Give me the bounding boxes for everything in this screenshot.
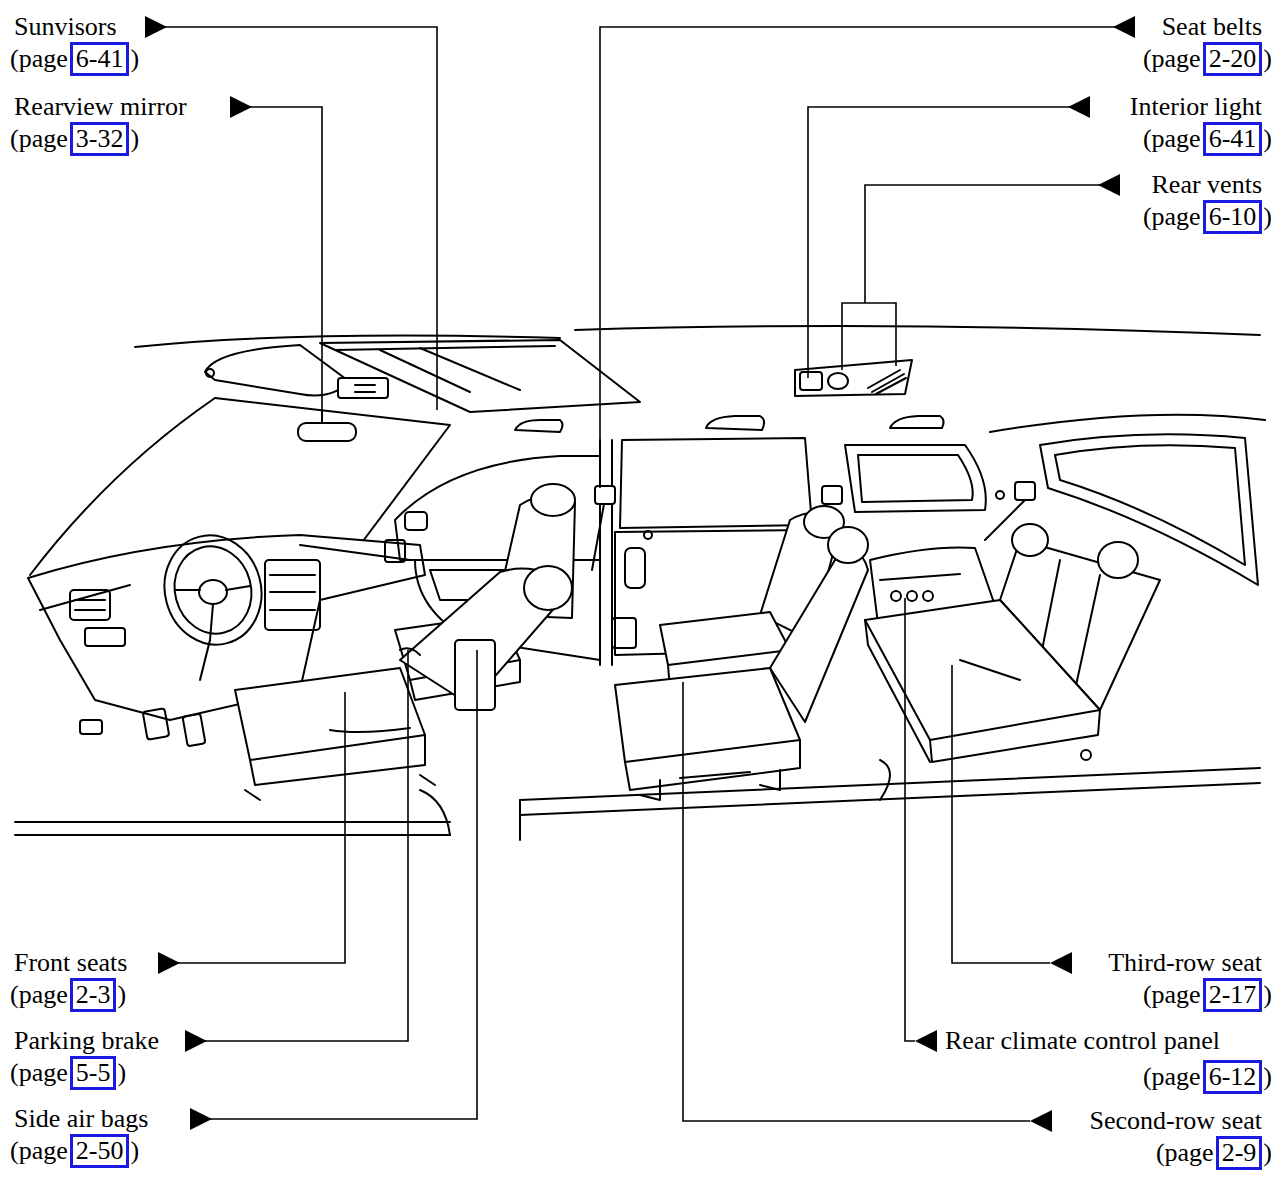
page-number-box: 6-41 xyxy=(70,42,130,76)
page-ref-close: ) xyxy=(130,44,139,74)
page-number: 2-3 xyxy=(76,980,111,1009)
page-ref-open: (page xyxy=(10,980,68,1010)
part-name: Rear vents xyxy=(1152,170,1262,200)
page-ref-close: ) xyxy=(1263,202,1272,232)
page-number: 6-10 xyxy=(1209,202,1257,231)
page-number-box: 6-12 xyxy=(1203,1060,1263,1094)
page-number: 5-5 xyxy=(76,1058,111,1087)
page-ref-close: ) xyxy=(1263,44,1272,74)
page-ref-close: ) xyxy=(1263,980,1272,1010)
page-ref-open: (page xyxy=(10,1136,68,1166)
part-name: Second-row seat xyxy=(1089,1106,1262,1136)
page-ref-close: ) xyxy=(117,1058,126,1088)
page-number: 6-41 xyxy=(76,44,124,73)
page-number-box: 3-32 xyxy=(70,122,130,156)
page-number: 2-20 xyxy=(1209,44,1257,73)
page-number-box: 2-9 xyxy=(1216,1136,1263,1170)
page-number-box: 2-50 xyxy=(70,1134,130,1168)
part-name: Parking brake xyxy=(14,1026,159,1056)
page-number: 2-50 xyxy=(76,1136,124,1165)
page-number: 3-32 xyxy=(76,124,124,153)
page-number-box: 2-3 xyxy=(70,978,117,1012)
part-name: Side air bags xyxy=(14,1104,148,1134)
page-number-box: 2-20 xyxy=(1203,42,1263,76)
page-number-box: 2-17 xyxy=(1203,978,1263,1012)
part-name: Sunvisors xyxy=(14,12,117,42)
page-ref-close: ) xyxy=(1263,124,1272,154)
page-number-box: 6-41 xyxy=(1203,122,1263,156)
page-ref-open: (page xyxy=(1143,44,1201,74)
page-ref-open: (page xyxy=(1143,980,1201,1010)
page-ref-close: ) xyxy=(130,1136,139,1166)
page-number-box: 6-10 xyxy=(1203,200,1263,234)
page-number: 2-9 xyxy=(1222,1138,1257,1167)
part-name: Front seats xyxy=(14,948,127,978)
part-name: Rear climate control panel xyxy=(945,1026,1220,1056)
page-ref-open: (page xyxy=(10,1058,68,1088)
page-ref-open: (page xyxy=(10,124,68,154)
page-number: 6-12 xyxy=(1209,1062,1257,1091)
page-ref-open: (page xyxy=(10,44,68,74)
leader-lines xyxy=(158,27,1115,1121)
page-number-box: 5-5 xyxy=(70,1056,117,1090)
page-number: 2-17 xyxy=(1209,980,1257,1009)
page-ref-close: ) xyxy=(130,124,139,154)
part-name: Rearview mirror xyxy=(14,92,187,122)
page-ref-open: (page xyxy=(1143,1062,1201,1092)
part-name: Interior light xyxy=(1130,92,1262,122)
page-ref-close: ) xyxy=(1263,1062,1272,1092)
page-number: 6-41 xyxy=(1209,124,1257,153)
part-name: Third-row seat xyxy=(1108,948,1262,978)
page-ref-open: (page xyxy=(1156,1138,1214,1168)
page-ref-close: ) xyxy=(117,980,126,1010)
page-ref-close: ) xyxy=(1263,1138,1272,1168)
part-name: Seat belts xyxy=(1162,12,1262,42)
page-ref-open: (page xyxy=(1143,124,1201,154)
page-ref-open: (page xyxy=(1143,202,1201,232)
arrowheads xyxy=(145,16,1135,1132)
